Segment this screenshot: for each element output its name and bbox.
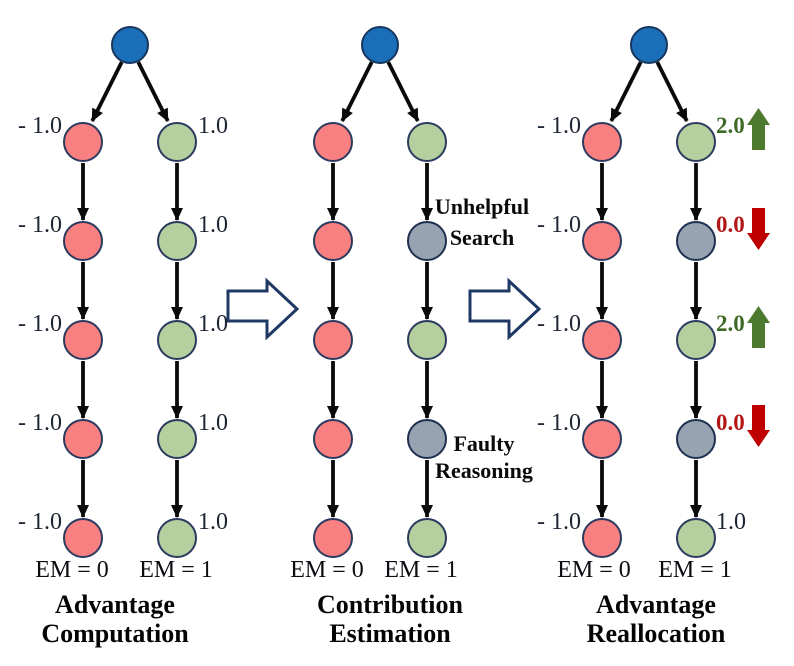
reallocated-value-gain: 2.0 [716, 113, 745, 138]
flow-arrow [609, 61, 643, 122]
rollout-node-positive [676, 122, 716, 162]
flow-arrow [386, 61, 420, 122]
node-value-label: 1.0 [198, 410, 228, 436]
rollout-node-negative [63, 122, 103, 162]
node-value-label: 1.0 [198, 113, 228, 139]
up-arrow-icon [747, 306, 770, 348]
reallocated-value-loss: 0.0 [716, 212, 745, 237]
node-value-label: - 1.0 [18, 410, 62, 436]
node-value-label: - 1.0 [18, 509, 62, 535]
panel-contribution-estimation: Unhelpful Search Faulty Reasoning EM = 0… [290, 26, 533, 648]
node-value-label: - 1.0 [537, 509, 581, 535]
node-value-label: - 1.0 [18, 113, 62, 139]
rollout-node-positive [676, 320, 716, 360]
panel-advantage-reallocation: - 1.0 - 1.0 - 1.0 - 1.0 - 1.0 2.0 0.0 2.… [537, 26, 770, 648]
rollout-node-negative [582, 320, 622, 360]
down-arrow-icon [747, 405, 770, 447]
em-label: EM = 1 [658, 557, 732, 583]
rollout-node-negative [313, 122, 353, 162]
rollout-node-positive [407, 518, 447, 558]
node-value-label: 1.0 [716, 509, 746, 535]
rollout-node-negative [582, 221, 622, 261]
em-label: EM = 1 [384, 557, 458, 583]
panel-title-line: Reallocation [587, 619, 726, 648]
node-value-label: - 1.0 [18, 212, 62, 238]
panel-title-line: Advantage [596, 590, 716, 619]
rollout-node-negative [582, 419, 622, 459]
panel-advantage-computation: - 1.0 - 1.0 - 1.0 - 1.0 - 1.0 1.0 1.0 1.… [18, 26, 228, 648]
up-arrow-icon [747, 108, 770, 150]
annotation-line: Search [450, 225, 514, 250]
node-value-label: - 1.0 [537, 410, 581, 436]
rollout-node-positive [157, 320, 197, 360]
panel-title-line: Advantage [55, 590, 175, 619]
root-node [630, 26, 668, 64]
em-label: EM = 0 [290, 557, 364, 583]
right-block-arrow-icon [226, 277, 300, 341]
rollout-node-positive [407, 320, 447, 360]
rollout-node-negative [63, 518, 103, 558]
rollout-node-positive [157, 122, 197, 162]
panel-title-line: Computation [41, 619, 189, 648]
node-value-label: 1.0 [198, 509, 228, 535]
down-arrow-icon [747, 208, 770, 250]
flow-arrow [655, 61, 689, 122]
right-block-arrow-icon [468, 277, 542, 341]
reallocated-value-gain: 2.0 [716, 311, 745, 336]
em-label: EM = 0 [557, 557, 631, 583]
panel-title-line: Estimation [329, 619, 451, 648]
rollout-node-negative [582, 122, 622, 162]
flow-arrow [90, 61, 124, 122]
faulty-reasoning-node [407, 419, 447, 459]
root-node [361, 26, 399, 64]
em-label: EM = 1 [139, 557, 213, 583]
faulty-reasoning-node [676, 419, 716, 459]
rollout-node-positive [676, 518, 716, 558]
unhelpful-search-node [407, 221, 447, 261]
rollout-node-negative [313, 419, 353, 459]
annotation-line: Unhelpful [435, 194, 529, 219]
rollout-node-negative [313, 221, 353, 261]
node-value-label: - 1.0 [18, 311, 62, 337]
node-value-label: 1.0 [198, 311, 228, 337]
reallocated-value-loss: 0.0 [716, 410, 745, 435]
node-value-label: - 1.0 [537, 113, 581, 139]
node-value-label: - 1.0 [537, 212, 581, 238]
annotation-line: Reasoning [435, 458, 533, 483]
rollout-node-positive [407, 122, 447, 162]
rollout-node-positive [157, 419, 197, 459]
rollout-node-negative [63, 221, 103, 261]
flow-arrow [340, 61, 374, 122]
rollout-node-negative [63, 320, 103, 360]
flow-arrow [136, 61, 170, 122]
node-value-label: 1.0 [198, 212, 228, 238]
root-node [111, 26, 149, 64]
annotation-line: Faulty [453, 431, 514, 456]
rollout-node-negative [63, 419, 103, 459]
unhelpful-search-node [676, 221, 716, 261]
panel-title-line: Contribution [317, 590, 463, 619]
rollout-node-negative [582, 518, 622, 558]
rollout-node-negative [313, 518, 353, 558]
rollout-node-positive [157, 518, 197, 558]
node-value-label: - 1.0 [537, 311, 581, 337]
em-label: EM = 0 [35, 557, 109, 583]
rollout-node-negative [313, 320, 353, 360]
rollout-node-positive [157, 221, 197, 261]
